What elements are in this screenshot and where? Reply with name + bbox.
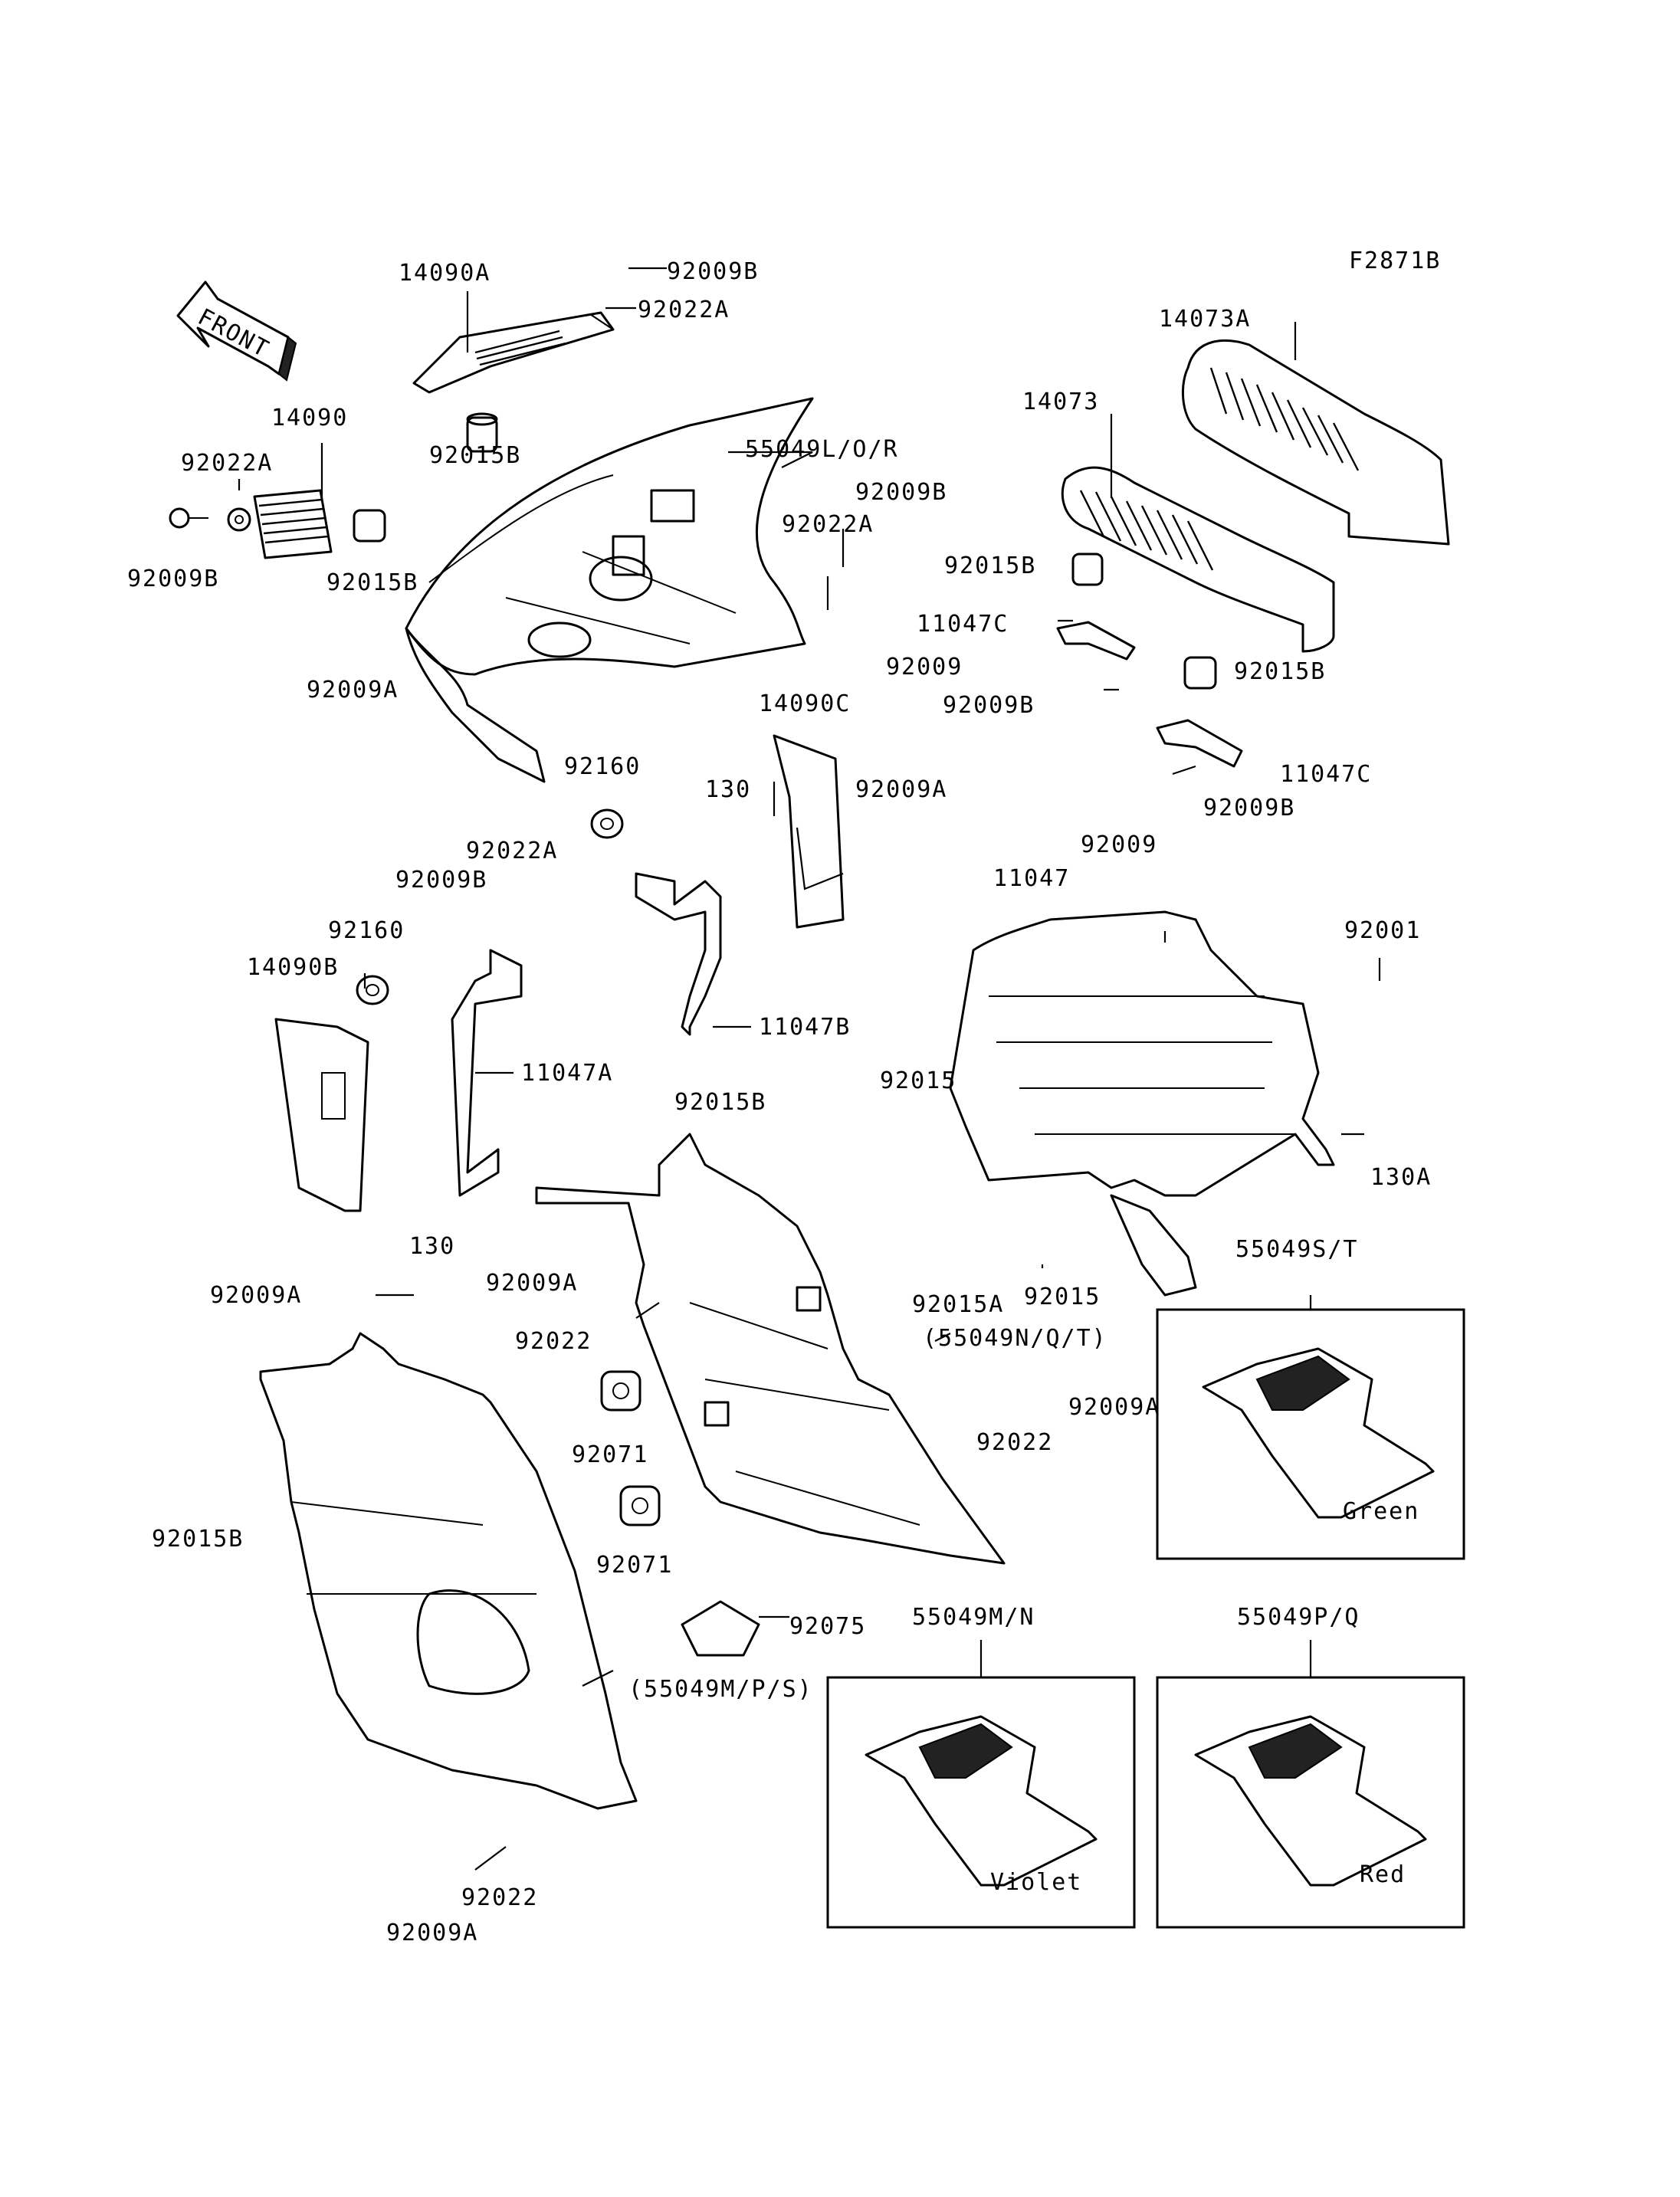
label-14090: 14090 — [271, 405, 348, 431]
air-duct-14073 — [1061, 466, 1335, 653]
grommet-icon — [356, 975, 389, 1005]
color-label-violet: Violet — [990, 1869, 1082, 1896]
label-55049NQT: (55049N/Q/T) — [923, 1325, 1107, 1352]
frame-11047 — [949, 910, 1335, 1297]
label-14073A: 14073A — [1159, 306, 1251, 333]
color-label-green: Green — [1343, 1498, 1419, 1525]
label-92071-2: 92071 — [596, 1552, 673, 1579]
label-92075: 92075 — [789, 1613, 866, 1640]
label-92015B-6: 92015B — [152, 1526, 244, 1553]
label-92009B-4: 92009B — [395, 867, 487, 894]
label-11047A: 11047A — [521, 1060, 613, 1087]
grommet-icon — [600, 1370, 641, 1412]
label-14090B: 14090B — [247, 954, 339, 981]
variant-cowl-st — [1202, 1347, 1435, 1519]
variant-box-pq — [1156, 1676, 1465, 1929]
air-duct-14073A — [1181, 339, 1450, 546]
variant-cowl-pq — [1194, 1715, 1427, 1887]
label-55049LOR: 55049L/O/R — [745, 436, 899, 463]
label-92022-2: 92022 — [976, 1429, 1053, 1456]
label-11047B: 11047B — [759, 1014, 851, 1041]
label-130-1: 130 — [705, 776, 751, 803]
label-92071-1: 92071 — [572, 1441, 648, 1468]
label-92009A-3: 92009A — [210, 1282, 302, 1309]
bushing-icon — [466, 412, 498, 453]
bracket-11047A — [451, 949, 523, 1197]
bushing-icon — [1071, 553, 1104, 586]
label-92022-1: 92022 — [515, 1328, 592, 1355]
upper-cowl — [405, 397, 814, 783]
label-92009B-5: 92009B — [943, 692, 1035, 719]
label-92015B-4: 92015B — [1234, 658, 1326, 685]
panel-14090B — [274, 1018, 369, 1212]
label-55049PQ: 55049P/Q — [1237, 1604, 1360, 1631]
label-92022A-2: 92022A — [181, 450, 273, 477]
label-92009-2: 92009 — [1081, 831, 1157, 858]
label-92009B-1: 92009B — [667, 258, 759, 285]
label-92160-2: 92160 — [328, 917, 405, 944]
bushing-icon — [353, 509, 386, 543]
label-14090C: 14090C — [759, 690, 851, 717]
label-14090A: 14090A — [399, 260, 491, 287]
label-92015B-3: 92015B — [944, 553, 1036, 579]
color-label-red: Red — [1360, 1861, 1406, 1888]
label-92015-2: 92015 — [1024, 1284, 1101, 1310]
label-92009B-6: 92009B — [1203, 795, 1295, 821]
front-label: FRONT — [193, 303, 274, 363]
side-cowl-55049NQT — [535, 1133, 1006, 1565]
label-92015A: 92015A — [912, 1291, 1004, 1318]
grommet-icon — [590, 808, 624, 839]
label-92015-1: 92015 — [880, 1067, 956, 1094]
label-11047C-1: 11047C — [917, 611, 1009, 638]
bracket-11047B — [635, 872, 722, 1036]
label-55049MPS: (55049M/P/S) — [628, 1676, 813, 1703]
leader-lines — [238, 267, 1381, 1871]
label-92009A-1: 92009A — [307, 677, 399, 703]
bracket-11047C — [1056, 621, 1243, 768]
panel-14090C — [773, 734, 845, 929]
label-92015B-1: 92015B — [429, 442, 521, 469]
label-14073: 14073 — [1022, 389, 1099, 415]
label-11047C-2: 11047C — [1280, 761, 1372, 788]
label-92009-1: 92009 — [886, 654, 963, 680]
washer-icon — [227, 507, 251, 532]
label-92009A-6: 92009A — [386, 1920, 478, 1946]
label-11047: 11047 — [993, 865, 1070, 892]
figure-id: F2871B — [1349, 248, 1441, 274]
label-92015B-5: 92015B — [674, 1089, 766, 1116]
label-92022-3: 92022 — [461, 1884, 538, 1911]
variant-cowl-mn — [865, 1715, 1098, 1887]
label-92009A-2: 92009A — [855, 776, 947, 803]
variant-box-mn — [826, 1676, 1136, 1929]
label-92009B-3: 92009B — [855, 479, 947, 506]
label-130-2: 130 — [409, 1233, 455, 1260]
label-92022A-4: 92022A — [466, 838, 558, 864]
label-92022A-1: 92022A — [638, 297, 730, 323]
label-92009A-5: 92009A — [1068, 1394, 1160, 1421]
bushing-icon — [1183, 656, 1217, 690]
label-92015B-2: 92015B — [326, 569, 418, 596]
label-92009B-2: 92009B — [127, 566, 219, 592]
bolt-icon — [169, 507, 208, 529]
lower-cowl-55049MPS — [259, 1332, 638, 1810]
grille-14090 — [253, 489, 333, 559]
front-arrow-icon: FRONT — [176, 280, 297, 382]
grommet-icon — [619, 1485, 661, 1526]
label-92001: 92001 — [1344, 917, 1421, 944]
label-92160-1: 92160 — [564, 753, 641, 780]
label-55049MN: 55049M/N — [912, 1604, 1035, 1631]
clip-92075 — [681, 1600, 760, 1657]
label-130A: 130A — [1370, 1164, 1432, 1191]
label-92009A-4: 92009A — [486, 1270, 578, 1297]
vent-cover-14090A — [412, 311, 615, 394]
label-55049ST: 55049S/T — [1235, 1236, 1359, 1263]
label-92022A-3: 92022A — [782, 511, 874, 538]
